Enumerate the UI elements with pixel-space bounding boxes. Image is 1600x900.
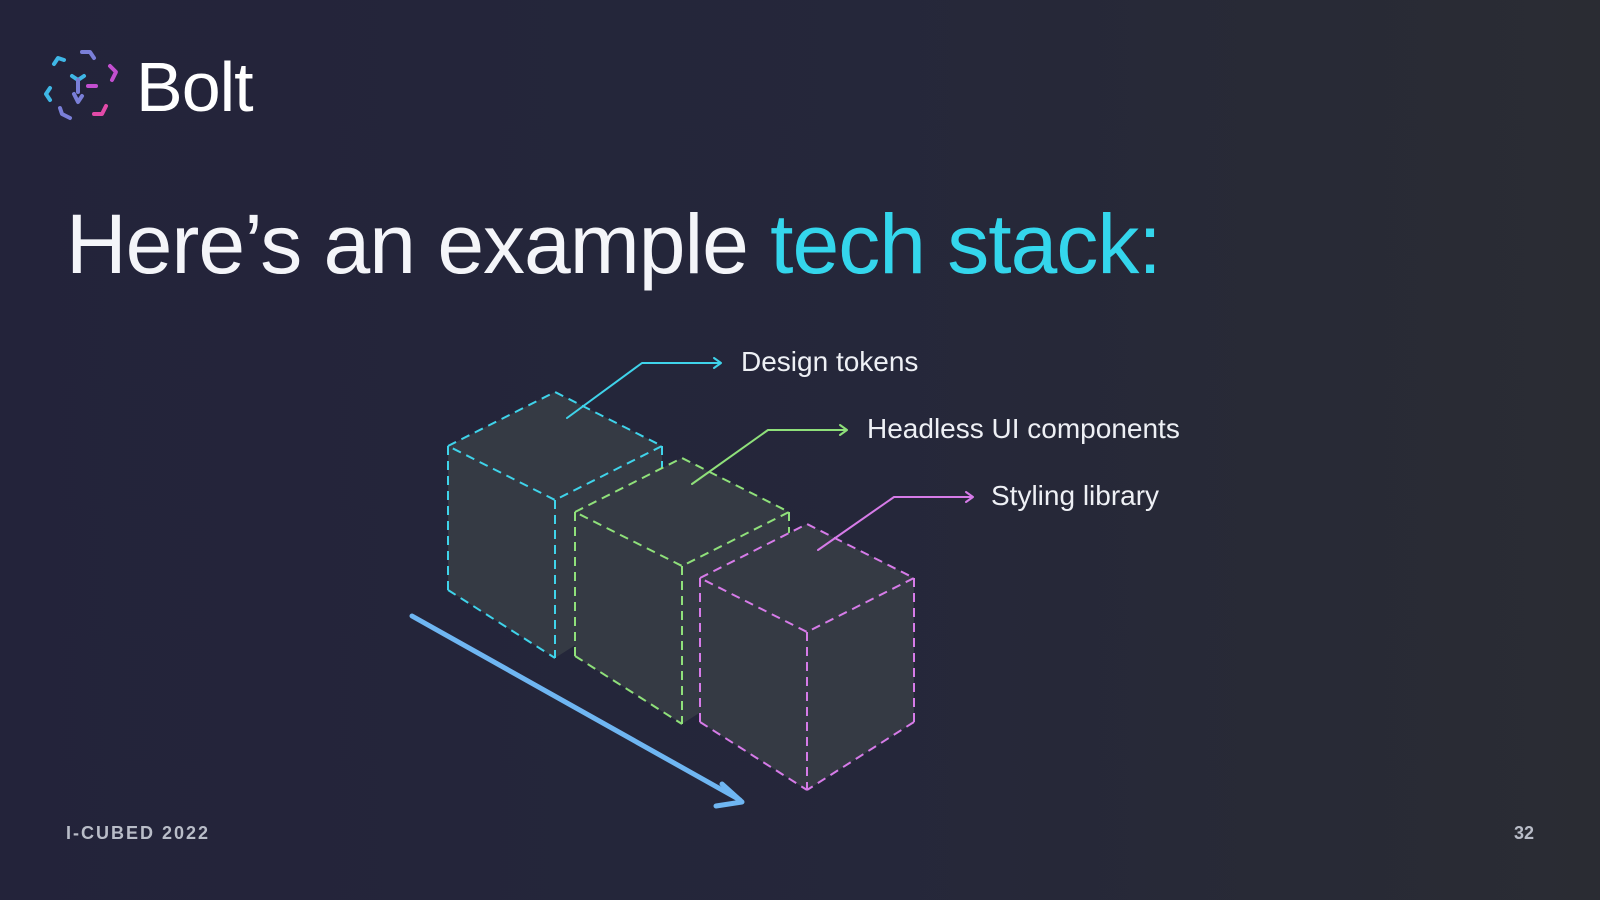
label-headless-ui: Headless UI components: [867, 413, 1180, 444]
stack-direction-arrow: [409, 613, 745, 809]
leader-design-tokens: [566, 357, 722, 419]
page-number: 32: [1513, 823, 1534, 843]
leader-styling-library: [817, 491, 974, 551]
slide-title: Here’s an example tech stack:: [66, 197, 1162, 291]
slide-title-plain: Here’s an example: [66, 197, 771, 291]
event-name: I-CUBED 2022: [66, 823, 211, 843]
bolt-logo-icon: [44, 50, 118, 120]
cube-styling-library: [699, 522, 917, 791]
leader-headless-ui: [691, 424, 848, 485]
slide-title-accent: tech stack:: [770, 197, 1162, 291]
brand-logo: Bolt: [44, 48, 254, 126]
label-styling-library: Styling library: [991, 480, 1160, 511]
label-design-tokens: Design tokens: [741, 346, 919, 377]
brand-name: Bolt: [136, 48, 254, 126]
